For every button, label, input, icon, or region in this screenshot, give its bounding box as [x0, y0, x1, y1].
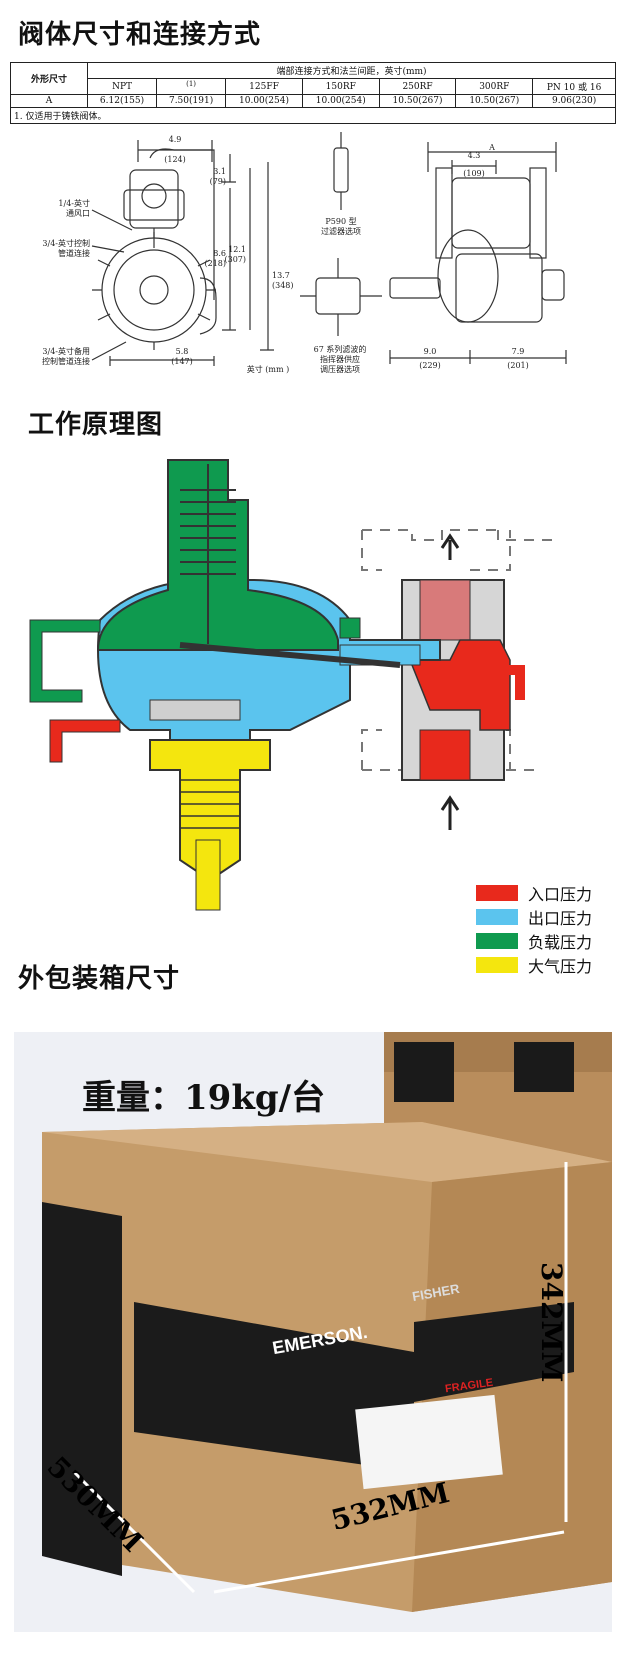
- dim-4.3-mm: (109): [463, 169, 485, 178]
- dim-7.9-mm: (201): [507, 361, 529, 370]
- legend-swatch: [476, 957, 518, 973]
- box-weight: 重量：19kg/台: [82, 1078, 326, 1118]
- table-cell: 10.00(254): [225, 94, 303, 108]
- dim-12.1: 12.1: [228, 245, 246, 254]
- table-row-header: 外形尺寸: [10, 62, 88, 95]
- table-cell: 6.12(155): [86, 94, 158, 108]
- table-cell: 10.50(267): [455, 94, 534, 108]
- box-photo: [14, 1032, 612, 1632]
- col-header: 250RF: [378, 78, 457, 95]
- pressure-legend: 入口压力 出口压力 负载压力 大气压力: [476, 882, 592, 978]
- box-dim-height: 342MM: [535, 1262, 568, 1383]
- label-vent: 1/4-英寸: [58, 198, 90, 208]
- col-header: PN 10 或 16: [532, 78, 616, 95]
- legend-item-inlet: 入口压力: [476, 882, 592, 904]
- label-control-line: 管道连接: [58, 248, 90, 258]
- table-row: A 6.12(155) 7.50(191) 10.00(254) 10.00(2…: [10, 94, 616, 108]
- table-cell: 10.00(254): [301, 94, 380, 108]
- dimension-table: 外形尺寸 端部连接方式和法兰间距，英寸(mm) NPT (1) 125FF 15…: [10, 62, 616, 124]
- dim-4.3: 4.3: [468, 151, 481, 160]
- dim-12.1-mm: (307): [224, 255, 246, 264]
- legend-label: 入口压力: [528, 885, 593, 904]
- label-spare-control: 控制管道连接: [42, 356, 90, 366]
- legend-swatch: [476, 885, 518, 901]
- label-67-series: 67 系列滤波的: [314, 344, 367, 354]
- dim-8.6-mm: (218): [204, 259, 226, 268]
- working-principle-diagram: [29, 459, 554, 911]
- dim-3.1: 3.1: [213, 167, 226, 176]
- label-p590: P590 型: [325, 217, 356, 226]
- section-title-valve-dimensions: 阀体尺寸和连接方式: [18, 20, 262, 50]
- col-header: (1): [156, 78, 227, 95]
- units-label: 英寸 (mm ): [247, 364, 290, 374]
- dim-3.1-mm: (79): [210, 177, 226, 186]
- dimension-drawing: 4.9 (124) 3.1 (79) 8.6 (218) 12.1 (307) …: [42, 132, 567, 374]
- dim-9.0: 9.0: [424, 347, 437, 356]
- label-spare-control: 3/4-英寸备用: [42, 346, 90, 356]
- table-group-header: 端部连接方式和法兰间距，英寸(mm): [87, 62, 616, 79]
- col-header: NPT: [86, 78, 158, 95]
- legend-item-loading: 负载压力: [476, 930, 592, 952]
- dim-9.0-mm: (229): [419, 361, 441, 370]
- label-control-line: 3/4-英寸控制: [42, 238, 90, 248]
- dim-13.7: 13.7: [272, 271, 290, 280]
- row-label: A: [10, 94, 88, 108]
- table-cell: 7.50(191): [156, 94, 227, 108]
- legend-item-outlet: 出口压力: [476, 906, 592, 928]
- legend-swatch: [476, 909, 518, 925]
- dim-4.9-mm: (124): [164, 155, 186, 164]
- dim-13.7-mm: (348): [272, 281, 294, 290]
- label-vent: 通风口: [66, 208, 90, 218]
- table-cell: 10.50(267): [378, 94, 457, 108]
- col-header: 125FF: [225, 78, 303, 95]
- label-p590: 过滤器选项: [321, 226, 361, 236]
- table-footnote: 1. 仅适用于铸铁阀体。: [10, 107, 616, 124]
- table-cell: 9.06(230): [532, 94, 616, 108]
- dim-4.9: 4.9: [169, 135, 182, 144]
- dim-5.8: 5.8: [176, 347, 189, 356]
- legend-swatch: [476, 933, 518, 949]
- label-67-series: 指挥器供应: [320, 354, 360, 364]
- dim-8.6: 8.6: [213, 249, 226, 258]
- dim-7.9: 7.9: [512, 347, 525, 356]
- dim-A: A: [488, 143, 495, 152]
- legend-label: 出口压力: [528, 909, 593, 928]
- section-title-box-dimensions: 外包装箱尺寸: [18, 964, 181, 994]
- col-header: 150RF: [301, 78, 380, 95]
- legend-item-atmospheric: 大气压力: [476, 954, 592, 976]
- legend-label: 负载压力: [528, 933, 593, 952]
- col-header: 300RF: [455, 78, 534, 95]
- legend-label: 大气压力: [528, 957, 593, 976]
- label-67-series: 调压器选项: [320, 364, 360, 374]
- dim-5.8-mm: (147): [171, 357, 193, 366]
- section-title-working-principle: 工作原理图: [28, 410, 164, 440]
